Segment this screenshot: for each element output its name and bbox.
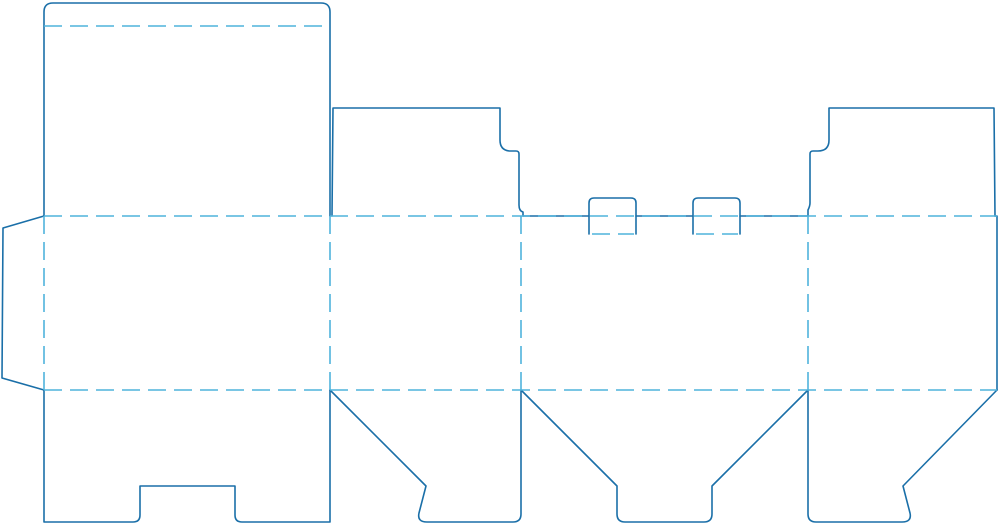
right-edge bbox=[994, 215, 998, 391]
slot-tab-left bbox=[588, 215, 637, 235]
bottom-flap-right bbox=[807, 389, 998, 523]
bottom-flap-left bbox=[329, 389, 522, 523]
bottom-flap-notched bbox=[43, 389, 331, 523]
dust-flap-top-left bbox=[331, 107, 524, 217]
slot-tab-right bbox=[692, 215, 741, 235]
glue-flap bbox=[1, 215, 45, 391]
tuck-flap-top bbox=[43, 2, 331, 217]
top-edge-slots bbox=[522, 197, 809, 217]
bottom-flap-center bbox=[520, 389, 809, 523]
dust-flap-top-right bbox=[807, 107, 996, 217]
